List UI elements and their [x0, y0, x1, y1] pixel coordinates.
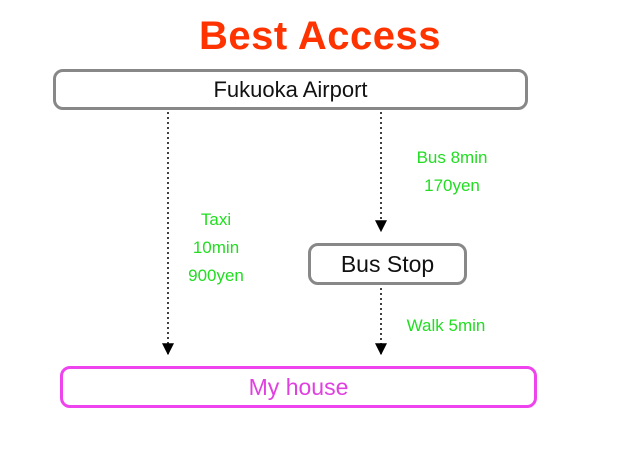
taxi-route-label: Taxi 10min 900yen [166, 206, 266, 290]
bus-route-fare: 170yen [424, 176, 480, 195]
bus-route-label: Bus 8min 170yen [392, 144, 512, 200]
node-my-house: My house [60, 366, 537, 408]
bus-route-time: Bus 8min [416, 148, 488, 167]
walk-route-label: Walk 5min [386, 312, 506, 340]
taxi-route-mode: Taxi [200, 210, 232, 229]
node-bus-stop: Bus Stop [308, 243, 467, 285]
taxi-route-fare: 900yen [188, 266, 244, 285]
node-my-house-label: My house [248, 373, 349, 400]
node-fukuoka-airport: Fukuoka Airport [53, 69, 528, 110]
diagram-title: Best Access [199, 14, 441, 58]
node-bus-stop-label: Bus Stop [340, 250, 435, 277]
node-fukuoka-airport-label: Fukuoka Airport [213, 76, 368, 102]
taxi-route-time: 10min [192, 238, 240, 257]
walk-route-time: Walk 5min [406, 316, 486, 335]
